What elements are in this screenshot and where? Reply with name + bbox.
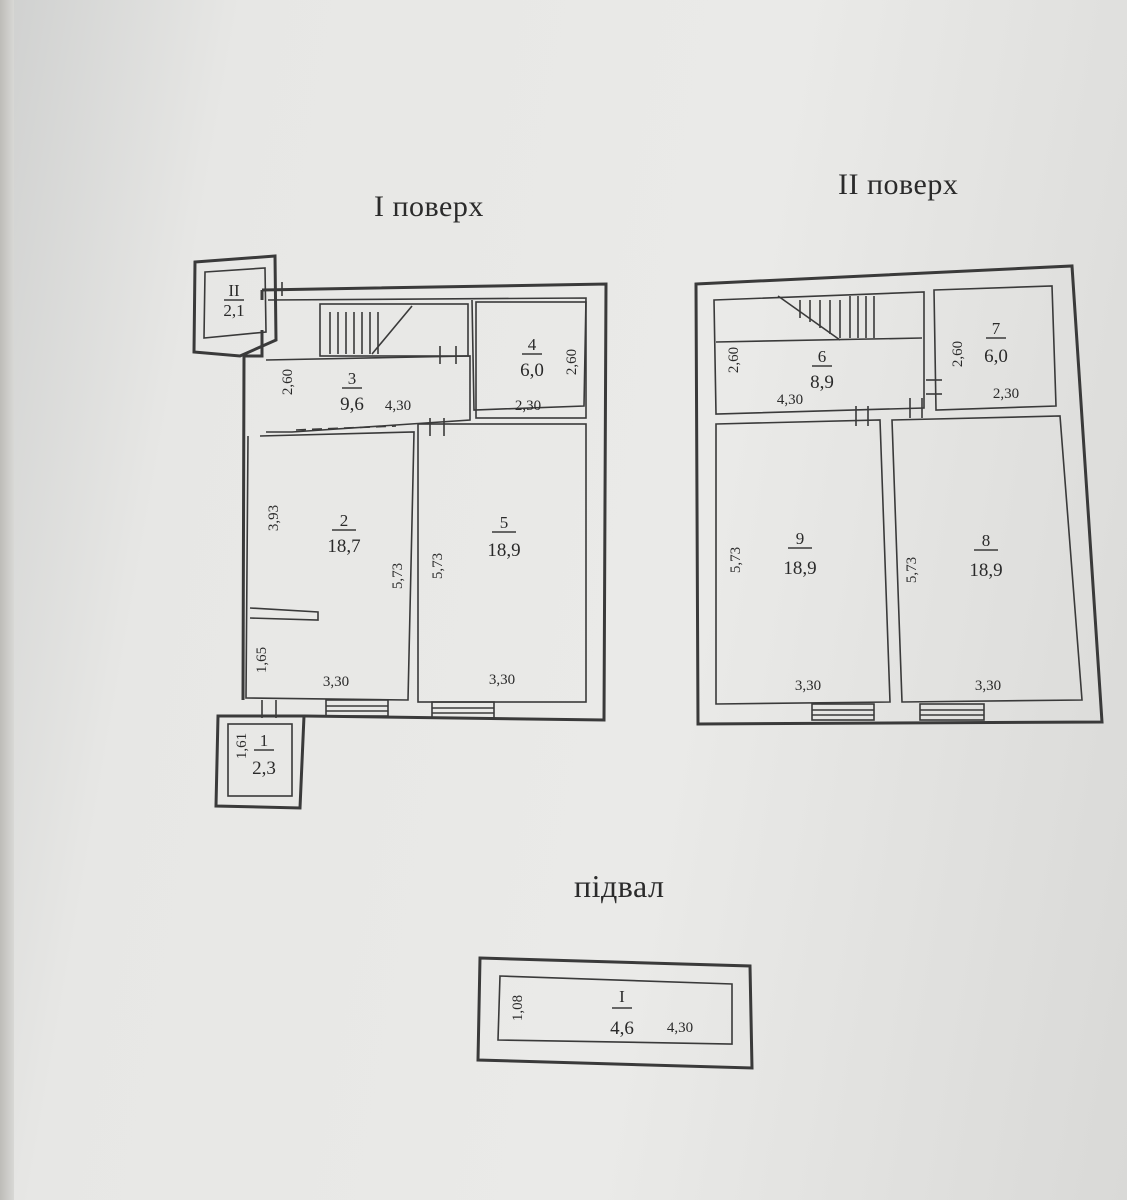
- room-3-area: 9,6: [340, 394, 364, 415]
- room-II-number: II: [228, 281, 240, 300]
- room-5-width: 3,30: [489, 672, 515, 688]
- room-8-outline: [891, 415, 1083, 703]
- floor2-labels: 6 8,9 4,30 2,60 7 6,0 2,30 2,60 9 18,9 5…: [726, 319, 1019, 694]
- room-8-number: 8: [982, 531, 991, 550]
- room-2-right-height: 5,73: [390, 563, 406, 589]
- room-7-outline: [933, 285, 1057, 411]
- basement-plan: [476, 956, 754, 1070]
- room-6-outline: [713, 291, 925, 415]
- room-5-height: 5,73: [430, 553, 446, 579]
- room-II-inner: [203, 267, 267, 339]
- floor1-left-wall: [241, 290, 264, 701]
- floor1-door-ticks: [261, 282, 457, 718]
- room-5-number: 5: [500, 513, 509, 532]
- room-4-outline: [475, 301, 587, 419]
- room-4-width: 2,30: [515, 398, 541, 414]
- room-2-upper-height: 3,93: [266, 505, 282, 531]
- room-8-area: 18,9: [969, 560, 1002, 581]
- room-3-width: 4,30: [385, 398, 411, 414]
- room-2-width: 3,30: [323, 674, 349, 690]
- room-6-width: 4,30: [777, 392, 803, 408]
- basement-width: 4,30: [667, 1020, 693, 1036]
- floor1-inner-top: [267, 297, 587, 411]
- basement-title: підвал: [574, 868, 665, 904]
- basement-outer-wall: [476, 956, 754, 1070]
- floor1-plan: [192, 254, 608, 810]
- room-2-lower-height: 1,65: [254, 647, 270, 673]
- basement-room-outline: [497, 975, 733, 1045]
- room-9-number: 9: [796, 529, 805, 548]
- room-2-area: 18,7: [327, 536, 360, 557]
- room-2-outline: [245, 431, 415, 701]
- room-5-area: 18,9: [487, 540, 520, 561]
- floor2-windows: [811, 703, 985, 721]
- room-9-width: 3,30: [795, 678, 821, 694]
- room-II-area: 2,1: [223, 301, 244, 320]
- basement-labels: I 4,6 4,30 1,08: [510, 987, 693, 1039]
- room-7-width: 2,30: [993, 386, 1019, 402]
- floor1-title: I поверх: [374, 190, 484, 223]
- floor1-labels: II 2,1 3 9,6 4,30 2,60 4 6,0 2,30 2,60 2…: [223, 281, 580, 779]
- floor2-door-ticks: [855, 379, 942, 426]
- room-6-number: 6: [818, 347, 827, 366]
- room-3-outline: [265, 355, 471, 433]
- room-6-height: 2,60: [726, 347, 742, 373]
- room-4-height: 2,60: [564, 349, 580, 375]
- room-6-area: 8,9: [810, 372, 834, 393]
- room-1-area: 2,3: [252, 758, 276, 779]
- room-7-area: 6,0: [984, 346, 1008, 367]
- room-8-height: 5,73: [904, 557, 920, 583]
- room-1-outline: [214, 714, 306, 810]
- page-edge-shadow: [0, 0, 14, 1200]
- floor2-outer-wall: [694, 264, 1104, 726]
- room-7-number: 7: [992, 319, 1001, 338]
- floor1-staircase: [319, 303, 469, 357]
- floor1-outer-wall: [261, 282, 608, 722]
- floor1-windows: [325, 699, 495, 719]
- room-9-height: 5,73: [728, 547, 744, 573]
- room-3-height: 2,60: [280, 369, 296, 395]
- room-4-area: 6,0: [520, 360, 544, 381]
- room-8-width: 3,30: [975, 678, 1001, 694]
- floor2-plan: [694, 264, 1104, 726]
- room-2-partition: [249, 607, 319, 621]
- room-1-number: 1: [260, 731, 269, 750]
- room-II-outline: [192, 254, 278, 358]
- basement-height: 1,08: [510, 995, 526, 1021]
- room-3-number: 3: [348, 369, 357, 388]
- floor2-staircase: [715, 295, 923, 343]
- floor2-title: II поверх: [838, 168, 959, 201]
- room-5-outline: [417, 423, 587, 703]
- room-1-height: 1,61: [234, 733, 250, 759]
- room-1-inner: [227, 723, 293, 797]
- basement-room-number: I: [619, 987, 625, 1006]
- room-7-height: 2,60: [950, 341, 966, 367]
- room-4-number: 4: [528, 335, 537, 354]
- room-9-outline: [715, 419, 891, 705]
- basement-room-area: 4,6: [610, 1018, 634, 1039]
- room-2-number: 2: [340, 511, 349, 530]
- room-9-area: 18,9: [783, 558, 816, 579]
- room-3-dashed-line: [295, 425, 397, 431]
